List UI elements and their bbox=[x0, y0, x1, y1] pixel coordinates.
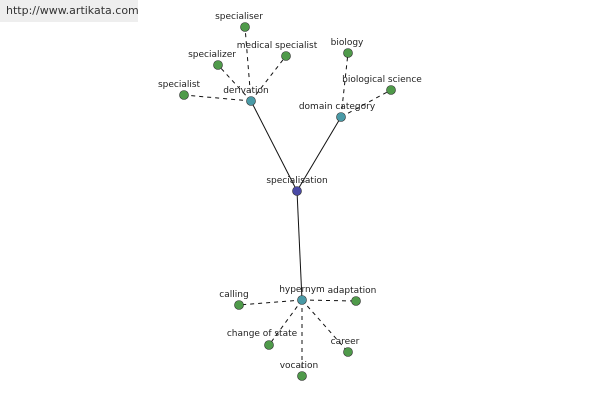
edge-derivation-medical-specialist bbox=[250, 55, 287, 102]
node-career[interactable] bbox=[343, 347, 353, 357]
edge-domain-category-biological-science bbox=[340, 89, 392, 118]
watermark-url[interactable]: http://www.artikata.com bbox=[0, 0, 139, 22]
node-domain-category[interactable] bbox=[336, 112, 346, 122]
edge-specialisation-hypernym bbox=[296, 190, 303, 301]
node-derivation[interactable] bbox=[246, 96, 256, 106]
edge-specialisation-domain-category bbox=[296, 116, 342, 192]
edge-hypernym-change-of-state bbox=[268, 299, 303, 346]
label-specialist: specialist bbox=[158, 80, 201, 90]
node-specialiser[interactable] bbox=[240, 22, 250, 32]
label-specialiser: specialiser bbox=[215, 12, 263, 22]
edge-derivation-specialist bbox=[183, 94, 252, 102]
node-specialist[interactable] bbox=[179, 90, 189, 100]
label-biological-science: biological science bbox=[342, 75, 422, 85]
label-adaptation: adaptation bbox=[328, 286, 377, 296]
edge-hypernym-adaptation bbox=[301, 299, 357, 302]
label-change-of-state: change of state bbox=[227, 329, 298, 339]
node-medical-specialist[interactable] bbox=[281, 51, 291, 61]
label-derivation: derivation bbox=[223, 86, 269, 96]
node-biological-science[interactable] bbox=[386, 85, 396, 95]
nodes-layer bbox=[179, 22, 396, 381]
node-change-of-state[interactable] bbox=[264, 340, 274, 350]
edge-hypernym-career bbox=[301, 299, 349, 353]
node-adaptation[interactable] bbox=[351, 296, 361, 306]
label-specializer: specializer bbox=[188, 50, 236, 60]
label-medical-specialist: medical specialist bbox=[237, 41, 318, 51]
node-vocation[interactable] bbox=[297, 371, 307, 381]
label-biology: biology bbox=[331, 38, 364, 48]
edge-derivation-specializer bbox=[217, 64, 252, 102]
label-career: career bbox=[331, 337, 360, 347]
label-specialisation: specialisation bbox=[266, 176, 327, 186]
node-specializer[interactable] bbox=[213, 60, 223, 70]
node-biology[interactable] bbox=[343, 48, 353, 58]
label-hypernym: hypernym bbox=[279, 285, 325, 295]
label-domain-category: domain category bbox=[299, 102, 376, 112]
node-specialisation[interactable] bbox=[292, 186, 302, 196]
node-hypernym[interactable] bbox=[297, 295, 307, 305]
label-calling: calling bbox=[219, 290, 248, 300]
edges-layer bbox=[183, 26, 392, 376]
edge-specialisation-derivation bbox=[250, 100, 298, 192]
node-calling[interactable] bbox=[234, 300, 244, 310]
edge-domain-category-biology bbox=[340, 52, 349, 118]
edge-hypernym-calling bbox=[238, 299, 303, 306]
label-vocation: vocation bbox=[280, 361, 319, 371]
